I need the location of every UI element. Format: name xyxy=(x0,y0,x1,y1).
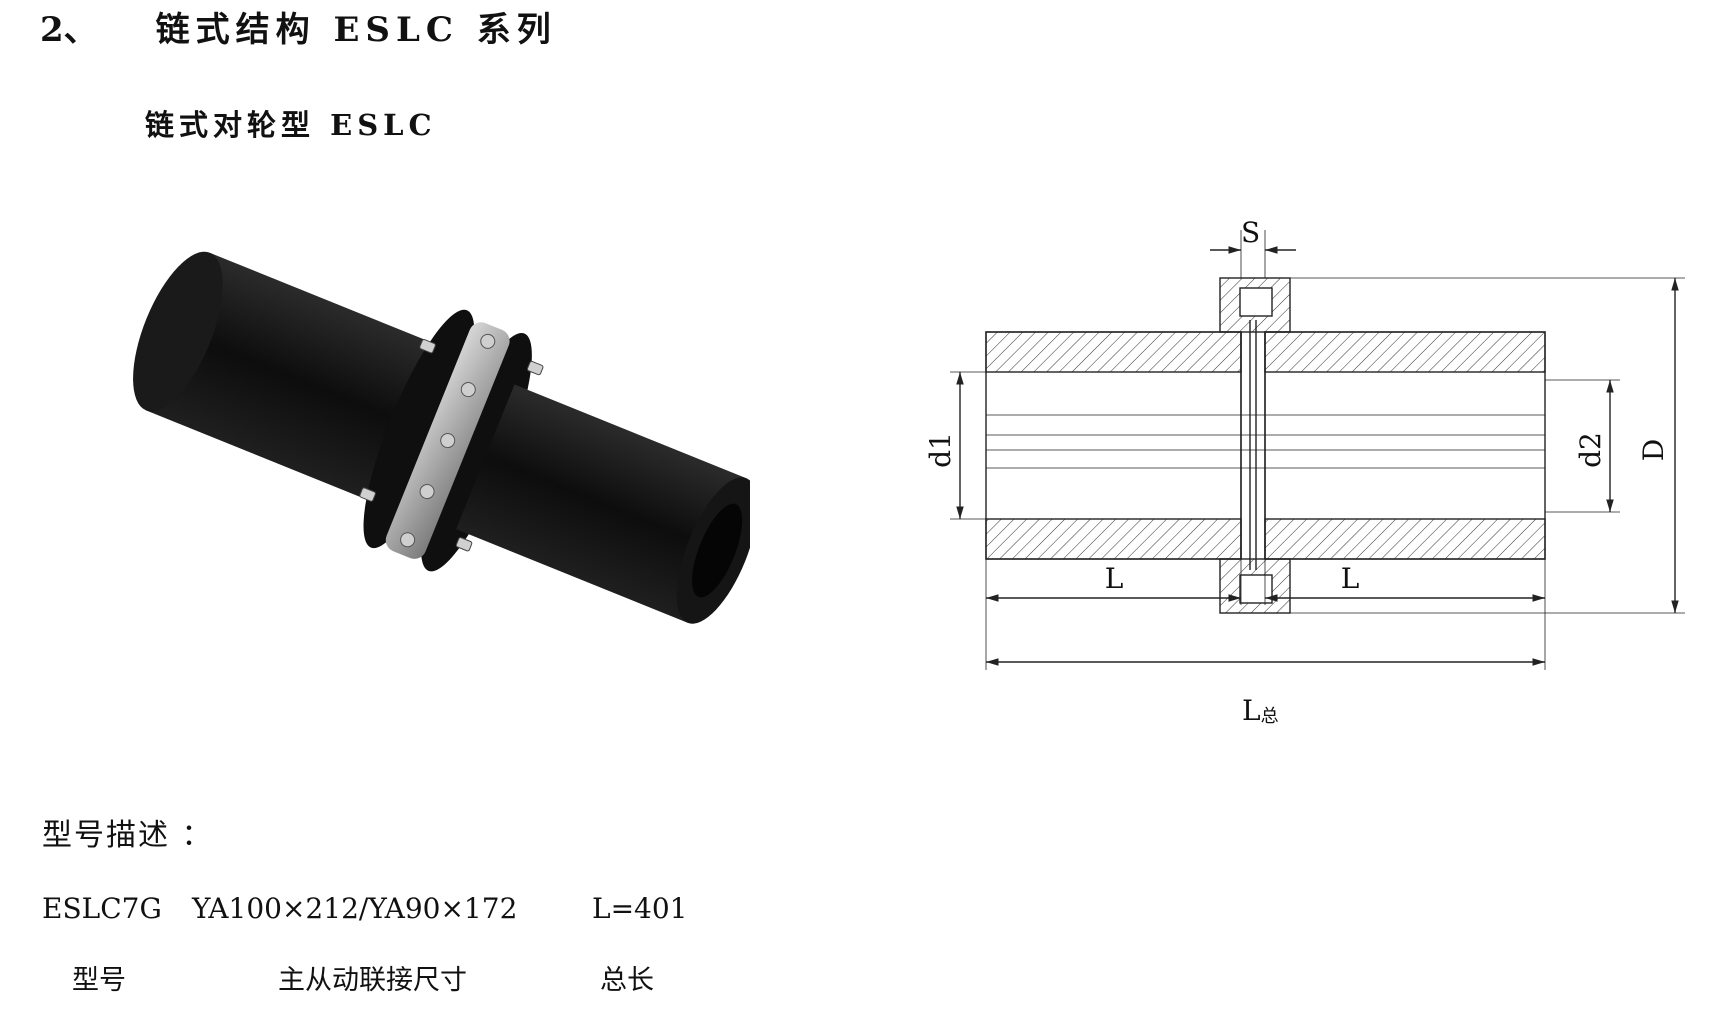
section-number: 2、 xyxy=(40,10,98,50)
coupling-body xyxy=(133,251,750,624)
left-hub-hatch-bottom xyxy=(985,518,1242,560)
subsection-title: 链式对轮型 ESLC xyxy=(145,108,437,142)
coupling-render-image xyxy=(133,251,750,624)
technical-drawing: S d1 d2 D L L L总 xyxy=(924,216,1685,727)
dim-d2-label: d2 xyxy=(1574,432,1607,468)
chain-pins xyxy=(400,333,496,548)
dim-L-right-label: L xyxy=(1341,562,1360,595)
dim-L-total-main: L xyxy=(1242,694,1261,727)
model-description-heading: 型号描述 ： xyxy=(42,818,214,853)
right-hub-hatch-bottom xyxy=(1264,518,1546,560)
dim-d1-label: d1 xyxy=(924,432,957,468)
model-code: ESLC7G xyxy=(42,892,162,925)
right-hub xyxy=(456,384,747,623)
left-flange xyxy=(363,309,475,549)
left-hub-end xyxy=(133,251,223,412)
dim-L-left-label: L xyxy=(1105,562,1124,595)
right-hub-bore xyxy=(692,503,743,598)
left-hub-hatch-top xyxy=(985,331,1242,373)
chain-top xyxy=(1239,287,1273,317)
label-sizes: 主从动联接尺寸 xyxy=(278,965,467,996)
dim-D-label: D xyxy=(1637,439,1670,461)
chain-bottom xyxy=(1239,574,1273,604)
dim-s-label: S xyxy=(1241,216,1260,249)
dim-L-total-label: L总 xyxy=(1242,694,1279,727)
section-heading: 2、 链式结构 ESLC 系列 xyxy=(40,2,557,51)
label-model: 型号 xyxy=(72,965,126,996)
model-length: L=401 xyxy=(592,892,688,925)
right-hub-hatch-top xyxy=(1264,331,1546,373)
right-flange xyxy=(421,332,532,572)
model-sizes: YA100×212/YA90×172 xyxy=(192,892,518,925)
dim-L-total-sub: 总 xyxy=(1261,706,1279,727)
label-length: 总长 xyxy=(600,965,654,996)
section-title: 链式结构 ESLC 系列 xyxy=(155,10,557,50)
